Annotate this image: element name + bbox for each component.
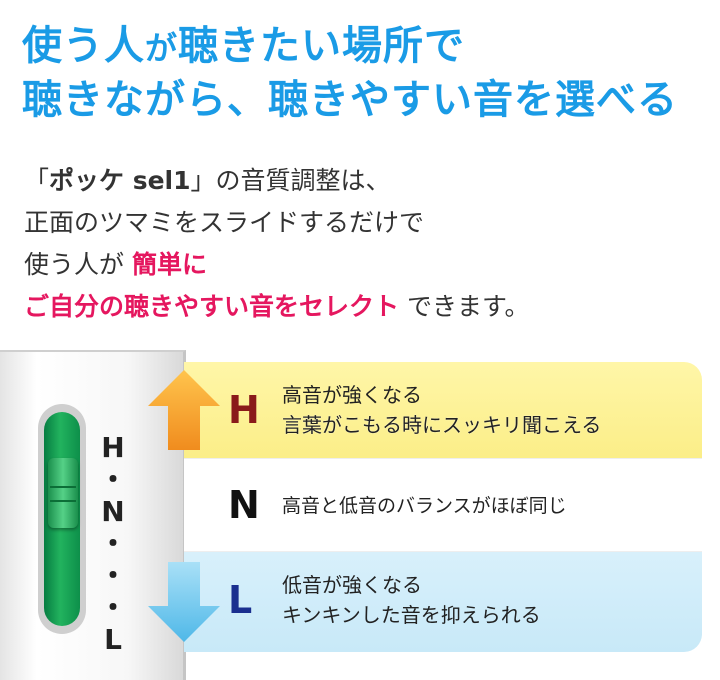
description-line-1: 「ポッケ sel1」の音質調整は、 <box>24 160 704 202</box>
arrow-down-icon <box>148 562 220 642</box>
description-line-2: 正面のツマミをスライドするだけで <box>24 208 425 237</box>
mode-h-letter: H <box>228 388 260 432</box>
mode-n-letter: N <box>228 483 260 527</box>
headline-text-2: が <box>145 29 179 67</box>
headline-text-1: 使う人 <box>22 23 145 69</box>
headline-line-1: 使う人が聴きたい場所で <box>22 20 712 74</box>
description-line-4-plain: できます。 <box>406 292 530 321</box>
description-line-4: ご自分の聴きやすい音をセレクト できます。 <box>24 286 704 328</box>
description-line-3: 使う人が 簡単に <box>24 244 704 286</box>
description: 「ポッケ sel1」の音質調整は、 正面のツマミをスライドするだけで 使う人が … <box>24 160 704 328</box>
slider-knob[interactable] <box>48 458 78 528</box>
headline: 使う人が聴きたい場所で 聴きながら、聴きやすい音を選べる <box>22 20 712 126</box>
scale-dot: ・ <box>98 463 127 496</box>
mode-l-letter: L <box>228 578 253 622</box>
mode-h-line-1: 高音が強くなる <box>282 383 422 407</box>
description-line-3-accent: 簡単に <box>131 250 207 279</box>
headline-text-3: 聴きたい場所で <box>178 23 466 69</box>
description-line-1-rest: 」の音質調整は、 <box>190 166 391 195</box>
mode-l-panel: L 低音が強くなる キンキンした音を抑えられる <box>184 552 702 652</box>
knob-grip-line <box>50 486 76 488</box>
mode-n-line-1: 高音と低音のバランスがほぼ同じ <box>282 495 567 517</box>
mode-n-description: 高音と低音のバランスがほぼ同じ <box>282 491 567 521</box>
mode-h-panel: H 高音が強くなる 言葉がこもる時にスッキリ聞こえる <box>184 362 702 458</box>
mode-h-line-2: 言葉がこもる時にスッキリ聞こえる <box>282 413 602 437</box>
product-name: ポッケ sel1 <box>49 166 191 195</box>
scale-dot: ・ <box>98 559 127 592</box>
mode-n-panel: N 高音と低音のバランスがほぼ同じ <box>184 458 702 552</box>
scale-dot: ・ <box>98 527 127 560</box>
description-line-3-plain: 使う人が <box>24 250 125 279</box>
arrow-up-icon <box>148 370 220 450</box>
quote-open: 「 <box>24 166 50 195</box>
mode-l-description: 低音が強くなる キンキンした音を抑えられる <box>282 570 541 630</box>
slider-scale: H ・ N ・ ・ ・ L <box>96 432 130 656</box>
scale-l: L <box>104 623 122 656</box>
scale-h: H <box>101 431 125 464</box>
mode-l-line-2: キンキンした音を抑えられる <box>282 603 541 627</box>
mode-h-description: 高音が強くなる 言葉がこもる時にスッキリ聞こえる <box>282 380 601 440</box>
scale-dot: ・ <box>98 591 127 624</box>
description-line-4-accent: ご自分の聴きやすい音をセレクト <box>24 292 400 321</box>
mode-l-line-1: 低音が強くなる <box>282 573 422 597</box>
knob-grip-line <box>50 500 76 502</box>
headline-line-2: 聴きながら、聴きやすい音を選べる <box>22 77 678 123</box>
scale-n: N <box>101 495 125 528</box>
